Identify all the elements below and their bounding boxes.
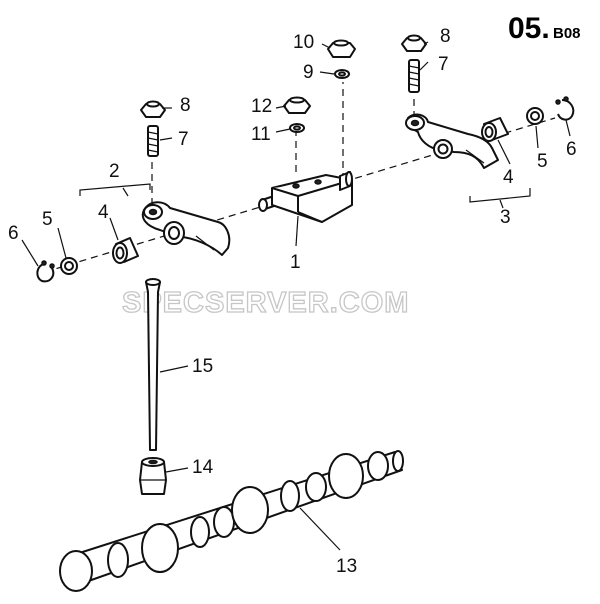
callout-10: 10 [293,32,314,53]
callout-labels: 1 2 3 4 4 5 5 6 6 7 7 8 8 9 10 11 12 13 … [8,26,577,577]
callout-12: 12 [251,96,272,117]
watermark: SPECSERVER.COM [122,287,409,319]
page-code: 05. B08 [508,12,581,45]
tappet-part [139,457,167,495]
callout-1: 1 [290,252,301,273]
callout-5-left: 5 [42,209,53,230]
left-bushing-part [112,237,139,264]
right-washer-part [526,107,544,125]
callout-7-left: 7 [178,129,189,150]
callout-8-left: 8 [180,95,191,116]
callout-4-right: 4 [503,167,514,188]
left-adjusting-screw-part [147,125,159,157]
right-lock-nut-part [401,34,427,52]
right-adjusting-screw-part [408,59,420,93]
page-code-main: 05. [508,12,550,45]
callout-9: 9 [303,62,314,83]
group-bracket-3 [469,188,531,203]
left-lock-nut-part [140,100,166,118]
callout-7-right: 7 [438,54,449,75]
callout-4-left: 4 [98,202,109,223]
page-code-sub: B08 [553,25,581,42]
callout-8-right: 8 [440,26,451,47]
group-bracket-2 [79,183,151,196]
rocker-bracket-part [258,171,353,223]
callout-14: 14 [192,457,214,478]
nut-12-part [283,96,311,114]
callout-13: 13 [336,556,357,577]
callout-6-left: 6 [8,223,19,244]
washer-11-part [289,123,305,133]
nut-10-part [327,39,356,58]
right-rocker-arm-part [405,113,499,169]
left-rocker-arm-part [141,201,231,256]
callout-2: 2 [109,161,120,182]
right-bushing-part [481,117,509,142]
callout-15: 15 [192,356,213,377]
push-rod-part [145,278,161,451]
washer-9-part [334,69,350,79]
right-circlip-part [555,96,575,121]
camshaft-part [59,450,404,592]
callout-11: 11 [251,124,271,145]
callout-5-right: 5 [537,151,548,172]
callout-6-right: 6 [566,139,577,160]
callout-3: 3 [500,207,511,228]
leader-lines [21,41,571,551]
left-circlip-part [36,260,55,283]
left-washer-part [60,257,78,275]
